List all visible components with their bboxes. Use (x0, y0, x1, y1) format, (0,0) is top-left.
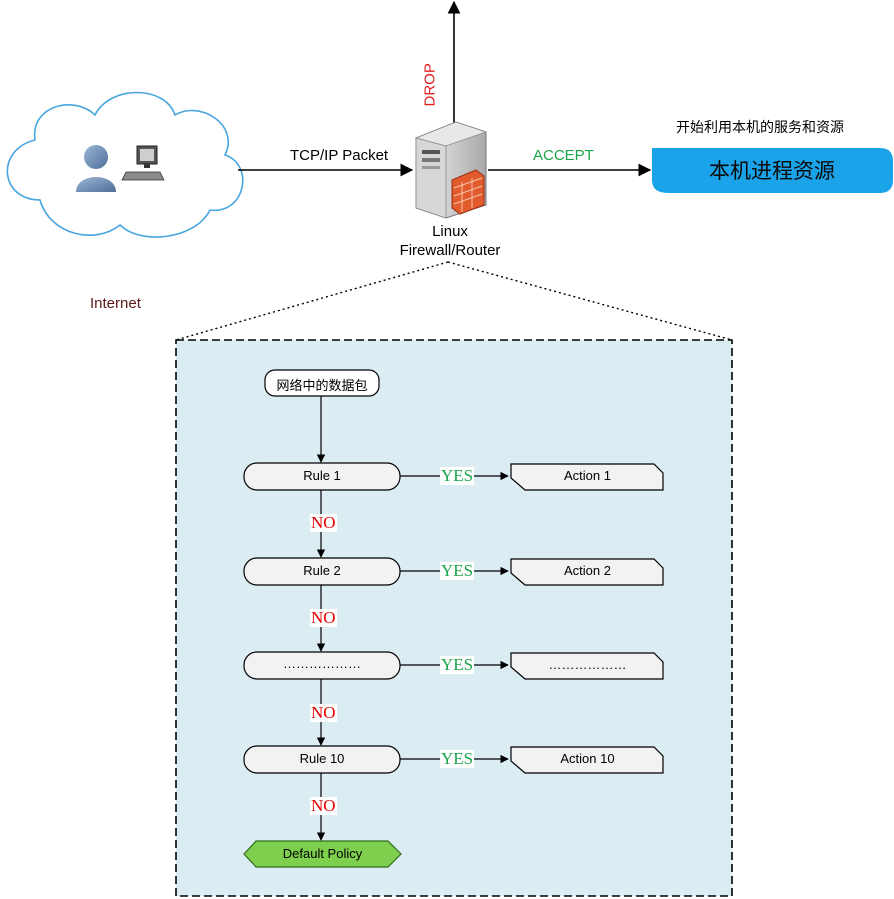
no-label: NO (310, 608, 337, 627)
firewall-label-line2: Firewall/Router (399, 242, 501, 259)
packet-label: TCP/IP Packet (290, 147, 389, 164)
service-caption: 开始利用本机的服务和资源 (676, 119, 844, 135)
cloud-icon (6, 91, 244, 238)
yes-label: YES (440, 655, 475, 674)
user-icon (76, 145, 116, 192)
yes-label: YES (440, 466, 475, 485)
local-process-shape (652, 148, 893, 193)
default-policy-node: Default Policy (282, 846, 363, 861)
firewall-label-line1: Linux (432, 223, 468, 240)
drop-label: DROP (421, 63, 439, 107)
accept-label: ACCEPT (533, 147, 594, 164)
no-label: NO (310, 703, 337, 722)
start-node-label: 网络中的数据包 (276, 378, 368, 393)
rule-node: ……………… (283, 656, 361, 671)
rule-node: Rule 10 (299, 751, 345, 766)
rule-node: Rule 2 (303, 563, 341, 578)
action-node: ……………… (548, 657, 627, 672)
action-node: Action 2 (564, 563, 611, 578)
internet-label: Internet (90, 295, 141, 312)
no-label: NO (310, 796, 337, 815)
rule-chain-panel (175, 339, 733, 897)
computer-icon (121, 145, 165, 181)
local-process-label: 本机进程资源 (709, 160, 835, 183)
yes-label: YES (440, 749, 475, 768)
rule-node: Rule 1 (303, 468, 341, 483)
no-label: NO (310, 513, 337, 532)
action-node: Action 1 (564, 468, 611, 483)
yes-label: YES (440, 561, 475, 580)
action-node: Action 10 (560, 751, 615, 766)
server-firewall-icon (414, 121, 488, 219)
